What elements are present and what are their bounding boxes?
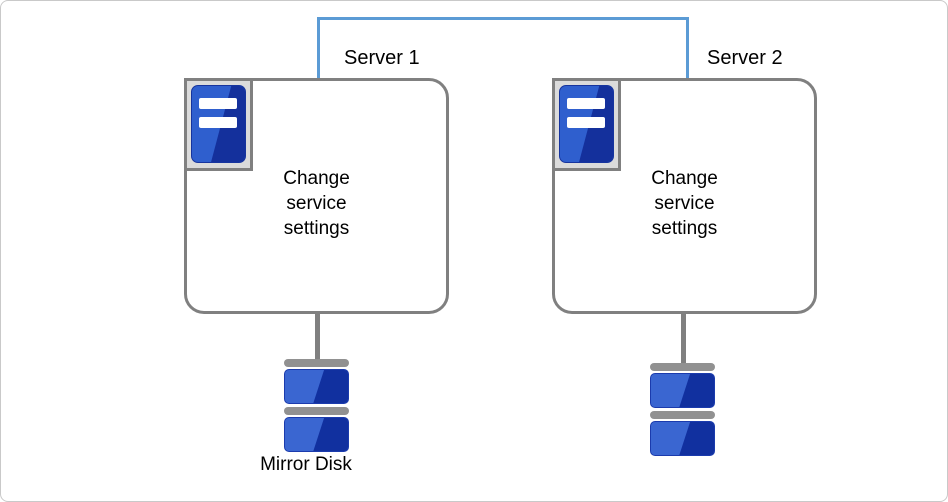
mirror-disk-icon: [650, 363, 715, 456]
disk-platter-shade: [679, 374, 714, 407]
server1-label: Server 1: [344, 47, 420, 69]
mirror-disk-icon: [284, 359, 349, 452]
server2-caption: Change service settings: [651, 168, 718, 239]
server2-disk-link-line: [681, 311, 686, 363]
server1-disk-link-line: [315, 311, 320, 359]
interconnect-line: [317, 17, 689, 78]
disk-platter-shade: [313, 370, 348, 403]
disk-platter-shade: [679, 422, 714, 455]
disk-cap: [650, 363, 715, 371]
server-drive-bay-icon: [199, 98, 237, 109]
server2-box: Change service settings: [552, 78, 817, 314]
server2-label: Server 2: [707, 47, 783, 69]
server-icon: [552, 78, 621, 171]
server-drive-bay-icon: [199, 117, 237, 128]
disk-platter: [284, 417, 349, 452]
disk-cap: [284, 359, 349, 367]
server-tower-icon: [559, 85, 614, 163]
mirror-disk-label: Mirror Disk: [260, 454, 352, 475]
server1-caption: Change service settings: [283, 168, 350, 239]
disk-platter: [650, 421, 715, 456]
disk-platter: [650, 373, 715, 408]
server-drive-bay-icon: [567, 98, 605, 109]
server-icon: [184, 78, 253, 171]
disk-platter: [284, 369, 349, 404]
disk-cap: [284, 407, 349, 415]
server-drive-bay-icon: [567, 117, 605, 128]
disk-platter-shade: [313, 418, 348, 451]
disk-cap: [650, 411, 715, 419]
server-tower-icon: [191, 85, 246, 163]
